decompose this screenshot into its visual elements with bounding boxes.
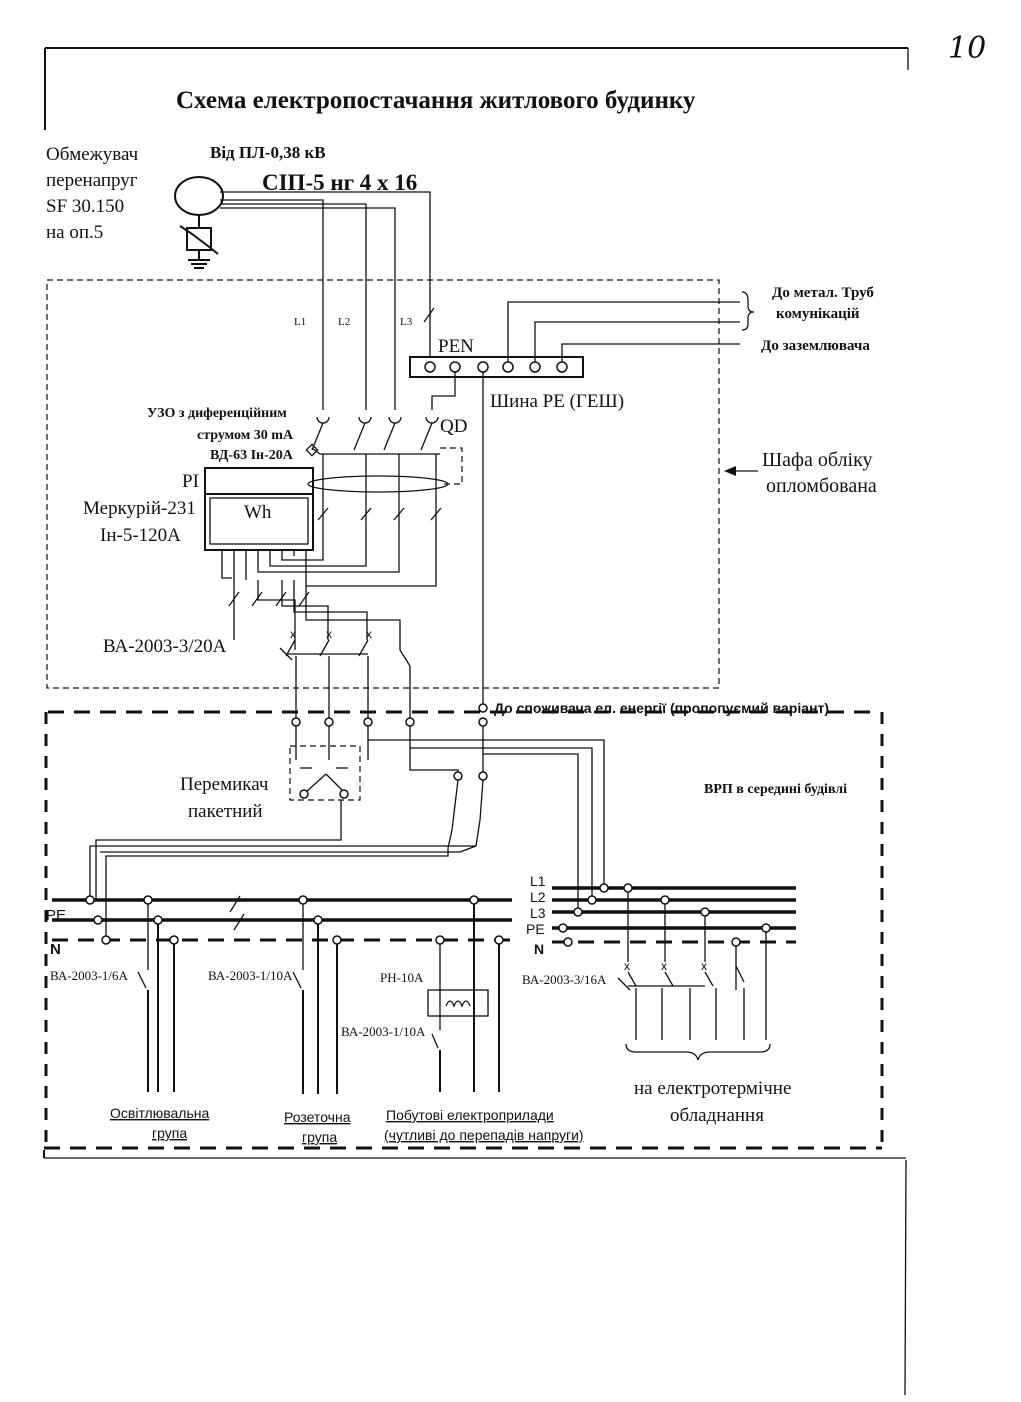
rcd-device	[305, 416, 463, 540]
pipes-label-1: До метал. Труб	[772, 285, 874, 301]
rcd-label-1: УЗО з диференційним	[147, 406, 287, 421]
appliances-label-1: Побутові електроприлади	[386, 1107, 554, 1123]
vrp-label: ВРП в середині будівлі	[704, 782, 847, 797]
breaker-label-2: ВА-2003-1/10А	[208, 968, 293, 983]
rcd-model-label: ВД-63 Ін-20А	[210, 448, 294, 463]
breaker-contact-x: x	[701, 959, 707, 973]
thermal-branch: x x x	[617, 883, 771, 1061]
switch-label-1: Перемикач	[180, 774, 269, 795]
breaker-label-1: ВА-2003-1/6А	[50, 968, 129, 983]
surge-label-3: SF 30.150	[46, 196, 124, 217]
distribution-wiring	[89, 717, 605, 940]
consumer-label: До споживача ел. енергії (пропопуємий ва…	[494, 700, 829, 716]
main-breaker-label: ВА-2003-3/20А	[103, 636, 227, 657]
source-line-label: Від ПЛ-0,38 кВ	[210, 143, 326, 162]
voltage-relay-icon	[427, 989, 489, 1017]
appliance-branch	[427, 895, 504, 1092]
socket-label-1: Розеточна	[284, 1109, 351, 1125]
energy-meter	[204, 467, 314, 556]
main-breaker: x x x	[279, 627, 411, 720]
surge-limiter: Обмежувач перенапруг SF 30.150 на оп.5	[46, 144, 224, 269]
brace-icon	[741, 291, 755, 331]
breaker-label-4: ВА-2003-3/16А	[522, 972, 607, 987]
socket-label-2: група	[302, 1129, 337, 1145]
pe-bus-label: Шина PE (ГЕШ)	[490, 391, 624, 412]
lighting-label-2: група	[152, 1125, 187, 1141]
cabinet-label-2: опломбована	[766, 475, 877, 497]
breaker-contact-x: x	[624, 959, 630, 973]
bus-label-n: N	[50, 941, 61, 958]
bus-label-l2: L2	[530, 889, 546, 905]
meter-symbol: Wh	[244, 502, 272, 523]
page-number: 10	[948, 31, 986, 66]
rcd-label-2: струмом 30 mA	[197, 428, 294, 443]
lighting-branch	[137, 895, 179, 1092]
meter-tag: PI	[182, 471, 199, 492]
breaker-contact-x: x	[326, 627, 332, 641]
ground-icon	[188, 259, 210, 269]
breaker-contact-x: x	[366, 627, 372, 641]
thermal-label-2: обладнання	[670, 1105, 764, 1126]
cable-label: СІП-5 нг 4 х 16	[262, 170, 417, 195]
appliances-label-2: (чутливі до перепадів напруги)	[384, 1127, 584, 1143]
bus-label-pe2: PE	[526, 921, 545, 937]
meter-rating: Ін-5-120А	[100, 525, 181, 546]
bus-label-n2: N	[534, 941, 544, 957]
breaker-label-3: ВА-2003-1/10А	[341, 1024, 426, 1039]
rcd-tag: QD	[440, 416, 467, 437]
lighting-label-1: Освітлювальна	[110, 1105, 209, 1121]
meter-model: Меркурій-231	[83, 498, 196, 519]
breaker-contact-x: x	[290, 627, 296, 641]
arrow-icon	[724, 466, 736, 476]
surge-label-4: на оп.5	[46, 222, 103, 243]
socket-branch	[292, 895, 342, 1094]
left-buses	[52, 895, 512, 945]
phase-label-l1: L1	[294, 316, 306, 328]
breaker-contact-x: x	[661, 959, 667, 973]
bus-label-pe: PE	[46, 907, 66, 924]
switch-label-2: пакетний	[188, 801, 263, 822]
thermal-label-1: на електротермічне	[634, 1078, 791, 1099]
phase-label-l3: L3	[400, 316, 413, 328]
brace-icon	[625, 1043, 771, 1061]
metering-cabinet-outline	[46, 279, 720, 689]
right-buses	[552, 883, 796, 947]
bus-label-l3: L3	[530, 905, 546, 921]
pipes-label-2: комунікацій	[776, 306, 860, 322]
surge-label-2: перенапруг	[46, 170, 138, 191]
page-frame	[43, 47, 909, 1396]
incoming-conductors	[220, 191, 456, 410]
meter-wiring	[221, 540, 437, 650]
surge-label-1: Обмежувач	[46, 144, 139, 165]
phase-label-l2: L2	[338, 316, 350, 328]
bus-label-l1: L1	[530, 873, 546, 889]
pe-bus	[409, 356, 584, 378]
pen-label: PEN	[438, 336, 474, 357]
cabinet-label-1: Шафа обліку	[762, 449, 873, 471]
cable-clamp-symbol	[174, 176, 224, 216]
page-title: Схема електропостачання житлового будинк…	[176, 87, 696, 114]
relay-label: РН-10А	[380, 970, 424, 985]
ground-label: До заземлювача	[761, 338, 870, 354]
packet-switch	[289, 745, 361, 801]
